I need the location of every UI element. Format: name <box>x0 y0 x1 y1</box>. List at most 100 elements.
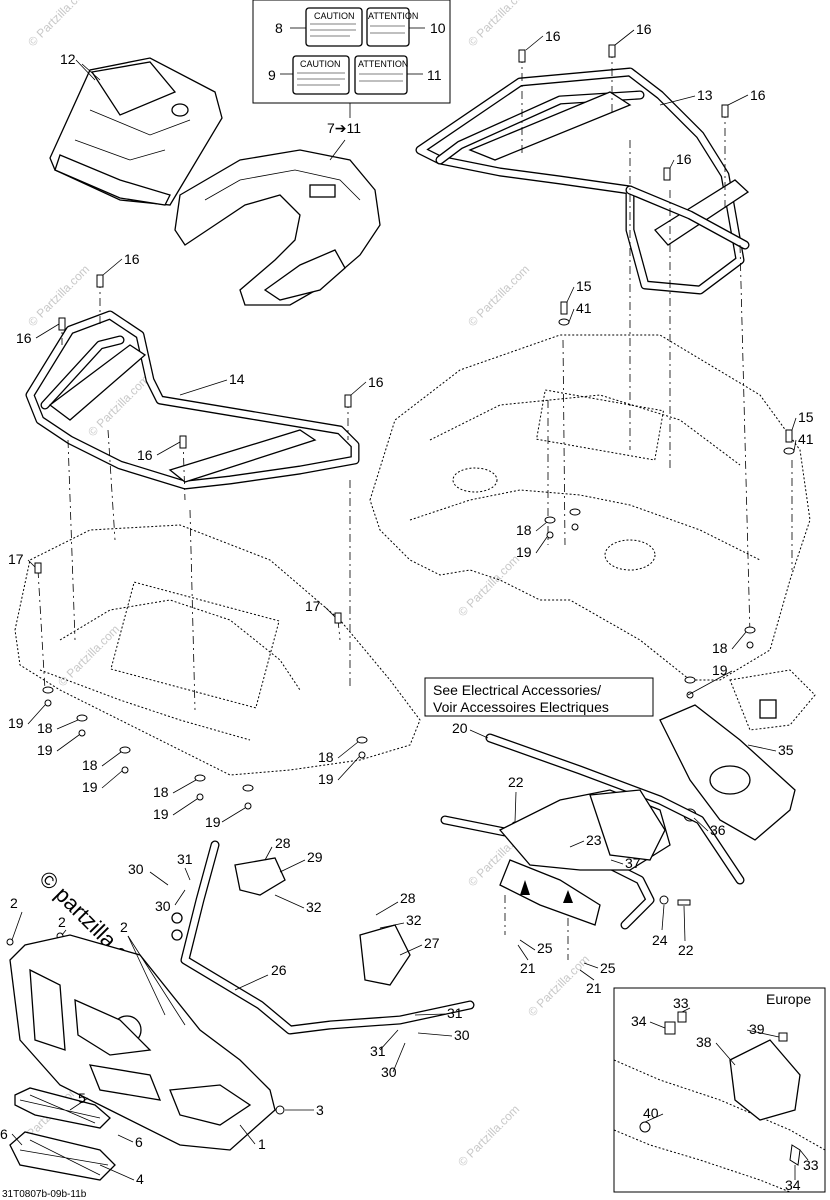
watermark-7: © Partzilla.com <box>55 622 122 689</box>
europe-inset: Europe <box>613 987 826 1193</box>
electrical-note-line2: Voir Accessoires Electriques <box>433 699 609 715</box>
callout-9: 9 <box>268 67 276 83</box>
callout-31c: 31 <box>370 1043 386 1059</box>
callout-28b: 28 <box>400 890 416 906</box>
center-cover <box>174 139 381 306</box>
front-fascia-1 <box>9 934 276 1151</box>
callout-23: 23 <box>586 832 602 848</box>
callout-12: 12 <box>60 51 76 67</box>
callout-41a: 41 <box>576 300 592 316</box>
callout-18c: 18 <box>37 720 53 736</box>
callout-6a: 6 <box>135 1134 143 1150</box>
callout-33b: 33 <box>803 1157 819 1173</box>
front-fender <box>14 524 421 776</box>
callout-16e: 16 <box>124 251 140 267</box>
callout-35: 35 <box>778 742 794 758</box>
callout-19h: 19 <box>205 814 221 830</box>
callout-30a: 30 <box>128 861 144 877</box>
callout-11: 11 <box>427 67 442 83</box>
callout-30d: 30 <box>381 1064 397 1080</box>
figure-code: 31T0807b-09b-11b <box>2 1189 87 1200</box>
decal-9-title: CAUTION <box>300 59 341 69</box>
callout-37: 37 <box>625 855 641 871</box>
callout-21a: 21 <box>520 960 536 976</box>
callout-1: 1 <box>258 1136 266 1152</box>
callout-17a: 17 <box>8 551 24 567</box>
callout-31b: 31 <box>447 1005 463 1021</box>
callout-19d: 19 <box>37 742 53 758</box>
callout-2b: 2 <box>120 919 128 935</box>
callout-18d: 18 <box>82 757 98 773</box>
callout-33a: 33 <box>673 995 689 1011</box>
callout-19a: 19 <box>516 544 532 560</box>
callout-16h: 16 <box>137 447 153 463</box>
callout-22a: 22 <box>508 774 524 790</box>
callout-30c: 30 <box>454 1027 470 1043</box>
callout-19e: 19 <box>82 779 98 795</box>
callout-2c: 2 <box>58 914 66 930</box>
watermark-10: © Partzilla.com <box>455 1102 522 1169</box>
assembly-lines <box>37 50 793 960</box>
callout-18f: 18 <box>153 784 169 800</box>
tail-light-35 <box>659 669 816 841</box>
callout-16b: 16 <box>636 21 652 37</box>
callout-28a: 28 <box>275 835 291 851</box>
callout-18a: 18 <box>516 522 532 538</box>
callout-32a: 32 <box>306 899 322 915</box>
callout-22b: 22 <box>678 942 694 958</box>
arrow-label: 7➔11 <box>327 120 361 136</box>
callout-3a: 3 <box>316 1102 324 1118</box>
watermark-4: © Partzilla.com <box>465 262 532 329</box>
electrical-note-line1: See Electrical Accessories/ <box>433 682 601 698</box>
callout-36: 36 <box>710 822 726 838</box>
callout-38: 38 <box>696 1034 712 1050</box>
callout-24: 24 <box>652 932 668 948</box>
callout-19g: 19 <box>153 806 169 822</box>
front-rack-14 <box>25 310 360 490</box>
callout-6b: 6 <box>0 1126 8 1142</box>
callout-16d: 16 <box>676 151 692 167</box>
callout-15b: 15 <box>798 409 814 425</box>
callout-19b: 19 <box>712 662 728 678</box>
callout-16c: 16 <box>750 87 766 103</box>
callout-29: 29 <box>307 849 323 865</box>
callout-41b: 41 <box>798 431 814 447</box>
callout-39: 39 <box>749 1021 765 1037</box>
callout-32b: 32 <box>406 912 422 928</box>
decals-box: CAUTION ATTENTION CAUTION ATTENTION <box>252 0 451 118</box>
decal-10-title: ATTENTION <box>368 11 418 21</box>
callout-13: 13 <box>697 87 713 103</box>
callout-18e: 18 <box>318 749 334 765</box>
callout-17b: 17 <box>305 598 321 614</box>
leader-lines <box>11 29 809 1181</box>
callout-5: 5 <box>78 1090 86 1106</box>
callout-31a: 31 <box>177 851 193 867</box>
callout-34a: 34 <box>631 1013 647 1029</box>
watermark-2: © Partzilla.com <box>465 0 532 49</box>
callout-19f: 19 <box>318 771 334 787</box>
callout-2a: 2 <box>10 895 18 911</box>
watermark-1: © Partzilla.com <box>25 0 92 49</box>
rear-fender <box>369 334 811 681</box>
europe-label: Europe <box>766 991 811 1007</box>
callout-20: 20 <box>452 720 468 736</box>
callout-18b: 18 <box>712 640 728 656</box>
callout-40: 40 <box>643 1105 659 1121</box>
callout-14: 14 <box>229 371 245 387</box>
callout-15a: 15 <box>576 278 592 294</box>
rear-rack-13 <box>415 67 750 295</box>
grilles <box>9 1087 116 1181</box>
decal-8-title: CAUTION <box>314 11 355 21</box>
storage-cover-12 <box>49 57 223 206</box>
callout-25b: 25 <box>600 960 616 976</box>
callout-21b: 21 <box>586 980 602 996</box>
electrical-note: See Electrical Accessories/ Voir Accesso… <box>424 677 654 717</box>
decal-11-title: ATTENTION <box>358 59 408 69</box>
callout-16f: 16 <box>16 330 32 346</box>
front-bumper-26 <box>171 840 475 1035</box>
callout-25a: 25 <box>537 940 553 956</box>
callout-34b: 34 <box>785 1177 801 1193</box>
callout-4: 4 <box>136 1171 144 1187</box>
callout-19c: 19 <box>8 715 24 731</box>
